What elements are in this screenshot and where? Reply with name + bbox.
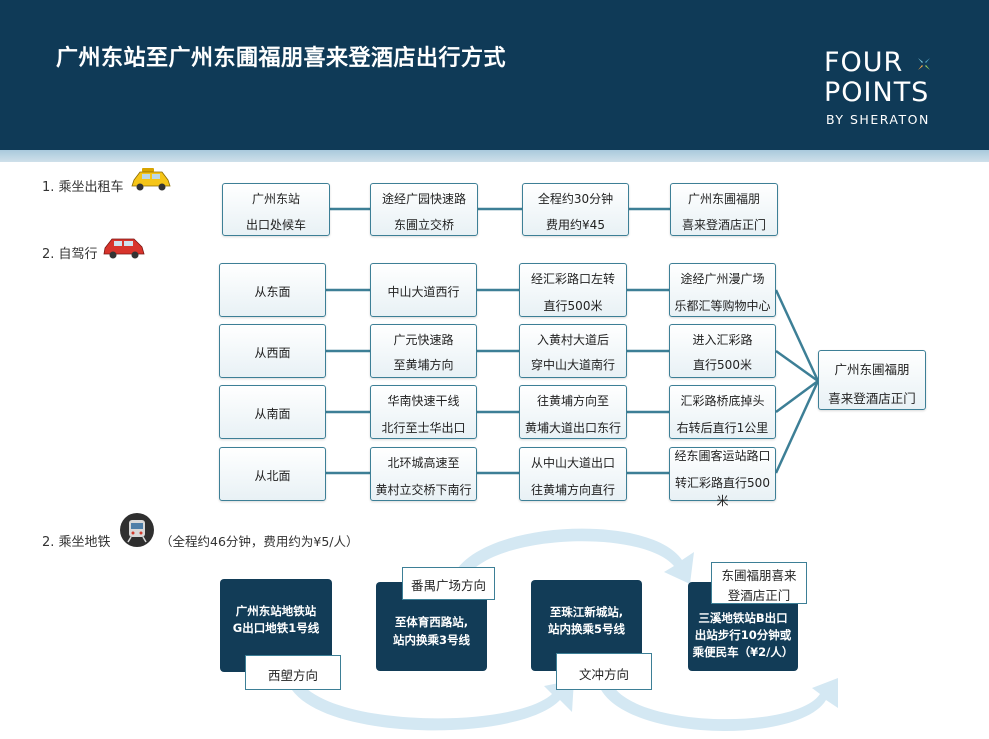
drive-south-step-1-line-2: 北行至士华出口 [381,421,466,435]
metro-step-3-line-2: 站内换乘5号线 [547,622,625,636]
car-icon [103,238,145,259]
drive-north-step-2-line-2: 往黄埔方向直行 [530,483,615,497]
logo-line-3: BY SHERATON [826,112,930,127]
metro-step-4-line-3: 乘便民车（¥2/人） [692,645,794,659]
drive-west-step-3-line-1: 进入汇彩路 [692,333,753,347]
drive-south-step-2-line-1: 往黄埔方向至 [536,394,609,408]
drive-north-step-1: 北环城高速至 黄村立交桥下南行 [370,447,477,501]
taxi-step-2-line-2: 东圃立交桥 [393,218,454,232]
drive-south-step-1-line-1: 华南快速干线 [387,394,460,408]
taxi-step-1-line-1: 广州东站 [251,192,300,206]
drive-south-step-2-line-2: 黄埔大道出口东行 [524,421,621,435]
taxi-icon [131,168,171,191]
metro-step-4-destination-line-1: 东圃福朋喜来 [721,568,797,583]
metro-step-2-direction-label: 番禺广场方向 [410,578,486,593]
drive-west-step-2: 入黄村大道后 穿中山大道南行 [519,324,627,378]
taxi-destination: 广州东圃福朋 喜来登酒店正门 [670,183,778,236]
drive-from-east: 从东面 [219,263,326,317]
page-title: 广州东站至广州东圃福朋喜来登酒店出行方式 [56,46,507,71]
taxi-step-1-line-2: 出口处候车 [245,218,306,232]
logo-mark-icon [918,58,930,70]
drive-from-north: 从北面 [219,447,326,501]
drive-east-step-1-line-1: 中山大道西行 [387,285,460,299]
drive-east-step-3-line-1: 途经广州漫广场 [680,272,765,286]
drive-from-south: 从南面 [219,385,326,439]
metro-step-3-direction-label: 文冲方向 [578,667,629,682]
drive-south-step-3-line-2: 右转后直行1公里 [676,421,769,435]
drive-north-step-2-line-1: 从中山大道出口 [530,456,615,470]
metro-step-1-direction-label: 西塱方向 [267,668,318,683]
drive-west-step-2-line-2: 穿中山大道南行 [530,358,615,372]
metro-step-4-line-1: 三溪地铁站B出口 [698,611,788,625]
taxi-section-label: 1. 乘坐出租车 [42,180,124,195]
drive-north-step-3: 经东圃客运站路口 转汇彩路直行500 米 [669,447,776,508]
taxi-step-2: 途经广园快速路 东圃立交桥 [370,183,478,236]
drive-from-west: 从西面 [219,324,326,378]
taxi-step-3-line-1: 全程约30分钟 [537,192,614,206]
logo-line-2: POINTS [824,77,930,108]
metro-step-2-direction: 番禺广场方向 [402,567,495,600]
drive-east-step-3-line-2: 乐都汇等购物中心 [674,299,771,313]
drive-east-step-2-line-1: 经汇彩路口左转 [530,272,615,286]
drive-destination: 广州东圃福朋 喜来登酒店正门 [818,350,926,410]
metro-step-2-line-1: 至体育西路站, [394,615,469,629]
taxi-step-3-line-2: 费用约¥45 [546,218,605,232]
metro-step-1-line-1: 广州东站地铁站 [235,604,317,618]
header-bar: 广州东站至广州东圃福朋喜来登酒店出行方式 FOUR POINTS BY SHER… [0,0,989,150]
metro-step-1-direction: 西塱方向 [245,655,341,690]
drive-south-step-3: 汇彩路桥底掉头 右转后直行1公里 [669,385,776,439]
drive-from-south-label: 从南面 [254,407,291,421]
metro-step-3-line-1: 至珠江新城站, [549,605,624,619]
metro-note: （全程约46分钟，费用约为¥5/人） [160,534,359,549]
taxi-destination-line-1: 广州东圃福朋 [687,192,760,206]
drive-north-step-1-line-1: 北环城高速至 [387,456,460,470]
metro-step-1-line-2: G出口地铁1号线 [232,621,320,635]
metro-step-2-line-2: 站内换乘3号线 [392,633,470,647]
drive-west-step-3-line-2: 直行500米 [693,358,752,372]
drive-section-label: 2. 自驾行 [42,247,98,262]
drive-from-west-label: 从西面 [254,346,291,360]
drive-north-step-3-line-2: 转汇彩路直行500 [675,476,770,490]
metro-step-4-destination-line-2: 登酒店正门 [727,588,791,603]
taxi-destination-line-2: 喜来登酒店正门 [681,218,766,232]
drive-south-step-2: 往黄埔方向至 黄埔大道出口东行 [519,385,627,439]
drive-east-step-2: 经汇彩路口左转 直行500米 [519,263,627,317]
taxi-step-1: 广州东站 出口处候车 [222,183,330,236]
metro-step-4-destination: 东圃福朋喜来 登酒店正门 [711,562,807,604]
drive-east-step-1: 中山大道西行 [370,263,477,317]
metro-train-icon [120,513,154,547]
drive-west-step-3: 进入汇彩路 直行500米 [669,324,776,378]
metro-step-4-line-2: 出站步行10分钟或 [694,628,792,642]
drive-east-step-2-line-2: 直行500米 [543,299,603,313]
drive-destination-line-2: 喜来登酒店正门 [828,391,916,406]
drive-west-step-1: 广元快速路 至黄埔方向 [370,324,477,378]
drive-south-step-1: 华南快速干线 北行至士华出口 [370,385,477,439]
drive-north-step-3-line-3: 米 [716,494,729,508]
drive-west-step-2-line-1: 入黄村大道后 [536,333,609,347]
metro-section-label: 2. 乘坐地铁 [42,535,111,550]
drive-from-east-label: 从东面 [254,285,291,299]
drive-destination-line-1: 广州东圃福朋 [834,362,910,377]
drive-east-step-3: 途经广州漫广场 乐都汇等购物中心 [669,263,776,317]
drive-west-step-1-line-2: 至黄埔方向 [393,358,454,372]
drive-west-step-1-line-1: 广元快速路 [393,333,454,347]
logo-line-1: FOUR [824,47,904,78]
taxi-step-3: 全程约30分钟 费用约¥45 [522,183,629,236]
taxi-step-2-line-1: 途经广园快速路 [381,192,466,206]
metro-step-3-direction: 文冲方向 [556,653,652,690]
header-accent-band [0,150,989,162]
drive-north-step-2: 从中山大道出口 往黄埔方向直行 [519,447,627,501]
drive-north-step-3-line-1: 经东圃客运站路口 [674,449,771,463]
drive-south-step-3-line-1: 汇彩路桥底掉头 [680,394,765,408]
drive-from-north-label: 从北面 [254,469,291,483]
drive-north-step-1-line-2: 黄村立交桥下南行 [375,483,472,497]
